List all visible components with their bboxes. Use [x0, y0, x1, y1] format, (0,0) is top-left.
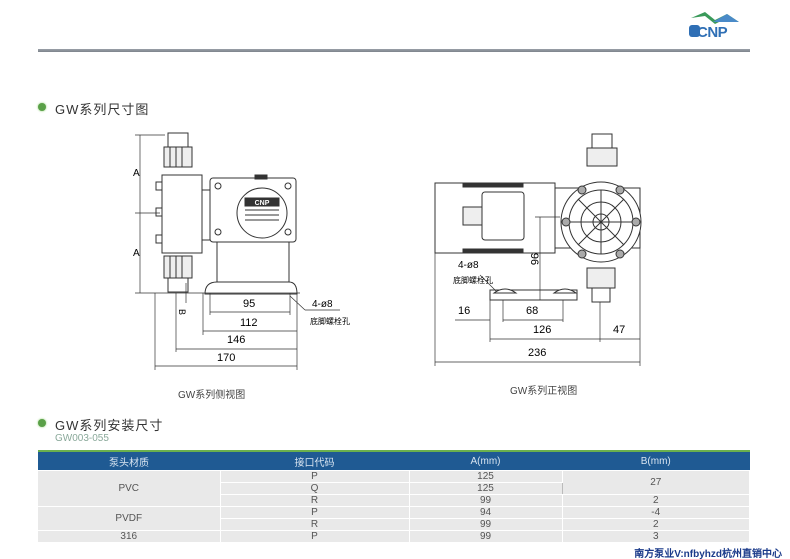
front-hole-label: 4-ø8	[458, 260, 479, 271]
cell-b: 2	[561, 518, 750, 531]
cell-a: 125	[408, 470, 563, 483]
front-dim-47: 47	[613, 324, 626, 336]
bullet-icon	[38, 103, 46, 111]
cell-a: 94	[408, 506, 563, 519]
cell-code: P	[219, 530, 410, 543]
cell-b: 3	[561, 530, 750, 543]
side-view-pump: CNP	[155, 132, 298, 295]
cell-a: 125	[408, 482, 563, 495]
front-hole-desc: 底脚螺栓孔	[453, 276, 493, 285]
table-row: R 99 2	[38, 518, 750, 531]
side-hole-desc: 底脚螺栓孔	[310, 317, 350, 326]
header-a: A(mm)	[409, 450, 562, 471]
side-dim-146: 146	[227, 334, 246, 346]
footer-watermark: 南方泵业V:nfbyhzd杭州直销中心	[634, 549, 782, 559]
cell-a: 99	[408, 518, 563, 531]
cell-code: P	[219, 506, 410, 519]
side-dim-a-top: A	[133, 168, 140, 179]
cell-code: R	[220, 494, 410, 507]
side-dim-a-bottom: A	[133, 248, 140, 259]
header-material: 泵头材质	[38, 450, 220, 471]
table-row: PVDF P 94 -4	[38, 506, 750, 531]
header-b: B(mm)	[562, 450, 750, 471]
table-row: PVC P 125 27	[38, 470, 750, 507]
side-dim-170: 170	[217, 352, 236, 364]
front-view-dimensions	[434, 216, 641, 366]
cell-code: Q	[220, 482, 410, 495]
side-dim-112: 112	[240, 317, 258, 329]
table-header: 泵头材质 接口代码 A(mm) B(mm)	[38, 450, 750, 471]
header-divider	[38, 49, 750, 52]
bullet-icon	[38, 419, 46, 427]
table-row: 316 P 99 3	[38, 530, 750, 543]
table-row: Q 125	[38, 482, 750, 495]
table-row: R 99 2	[38, 494, 750, 507]
cell-a: 99	[408, 494, 563, 507]
side-view-caption: GW系列侧视图	[178, 390, 246, 401]
model-range: GW003-055	[55, 433, 109, 444]
front-view-pump	[434, 133, 642, 303]
side-dim-95: 95	[243, 298, 256, 310]
front-dim-236: 236	[528, 347, 547, 359]
cell-material: PVDF	[38, 506, 221, 531]
cell-code: R	[220, 518, 410, 531]
logo-text: CNP	[697, 24, 728, 41]
section-title-installation: GW系列安装尺寸	[55, 418, 164, 433]
front-dim-96: 96	[528, 252, 541, 266]
side-view-drawing: CNP	[135, 132, 340, 370]
cell-material: PVC	[38, 470, 221, 507]
cnp-logo-icon	[689, 12, 739, 37]
cell-b: 2	[561, 494, 750, 507]
side-hole-label: 4-ø8	[312, 299, 333, 310]
side-view-dimensions	[135, 134, 340, 370]
front-dim-16: 16	[458, 305, 471, 317]
installation-table: 泵头材质 接口代码 A(mm) B(mm) PVC P 125 27 Q 125…	[38, 450, 750, 543]
cell-code: P	[219, 470, 410, 483]
cell-a: 99	[408, 530, 563, 543]
front-dim-68: 68	[526, 305, 539, 317]
cell-b: 27	[561, 470, 750, 495]
front-dim-126: 126	[533, 324, 552, 336]
cell-b: -4	[561, 506, 750, 519]
section-title-dimensions: GW系列尺寸图	[55, 102, 150, 117]
svg-text:CNP: CNP	[255, 200, 270, 207]
cell-material: 316	[38, 530, 221, 543]
front-view-caption: GW系列正视图	[510, 386, 578, 397]
front-view-drawing	[434, 133, 642, 366]
header-code: 接口代码	[220, 450, 409, 471]
